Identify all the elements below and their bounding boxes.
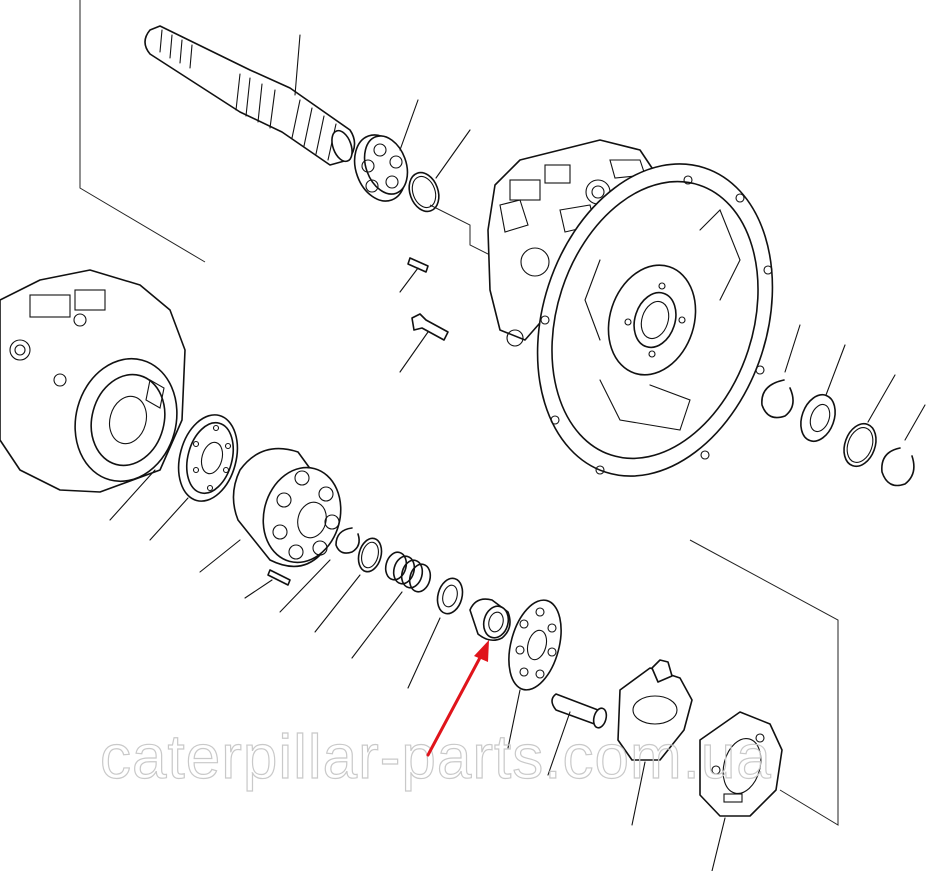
highlight-arrow xyxy=(426,640,489,757)
snap-ring-3[interactable] xyxy=(279,527,360,613)
mounting-bolt[interactable] xyxy=(399,313,449,373)
bearing-small[interactable] xyxy=(795,344,846,446)
retainer-plate[interactable] xyxy=(500,594,570,749)
swash-plate[interactable] xyxy=(617,659,693,826)
guide-frame-bottom xyxy=(689,539,839,826)
snap-ring-1[interactable] xyxy=(761,324,801,419)
spring-pin[interactable] xyxy=(244,569,291,599)
shaft-bearing[interactable] xyxy=(346,99,419,208)
center-spring[interactable] xyxy=(351,550,433,659)
snap-ring-2[interactable] xyxy=(881,404,926,487)
dowel-pin[interactable] xyxy=(399,257,429,293)
cylinder-block[interactable] xyxy=(199,447,351,573)
swash-pin[interactable] xyxy=(547,693,608,776)
pump-housing-assembly[interactable] xyxy=(487,133,811,507)
o-ring-3[interactable] xyxy=(314,536,385,633)
swash-support[interactable] xyxy=(699,711,783,871)
spherical-bushing[interactable] xyxy=(469,598,512,642)
o-ring-1[interactable] xyxy=(404,129,471,216)
bushing[interactable] xyxy=(407,576,466,689)
rear-pump-housing[interactable] xyxy=(0,269,190,521)
valve-plate[interactable] xyxy=(149,408,246,541)
guide-frame-top xyxy=(79,0,501,263)
o-ring-2[interactable] xyxy=(838,374,896,471)
watermark: caterpillar-parts.com.ua xyxy=(100,723,772,792)
drive-shaft[interactable] xyxy=(144,25,356,166)
